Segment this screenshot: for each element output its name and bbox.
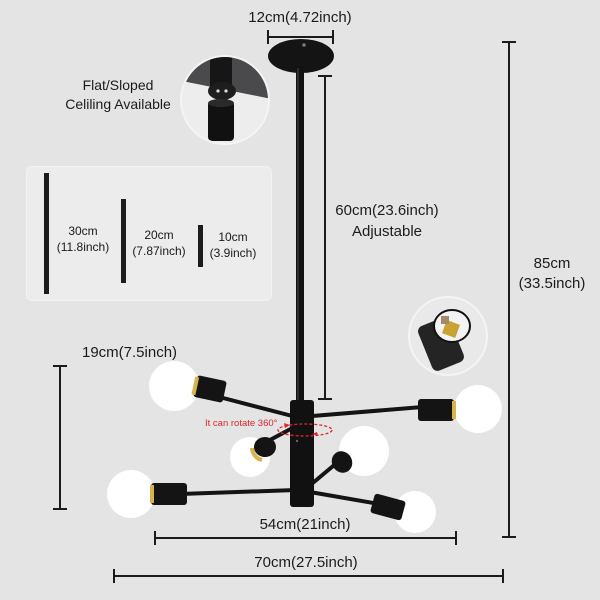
body-height-label: 19cm(7.5inch) bbox=[82, 344, 178, 361]
bulb bbox=[454, 385, 502, 433]
socket bbox=[418, 399, 454, 421]
total-height-inch: (33.5inch) bbox=[518, 275, 586, 292]
rod-20cm-icon bbox=[121, 199, 126, 283]
downrod-options-panel: 30cm (11.8inch) 20cm (7.87inch) 10cm (3.… bbox=[26, 166, 272, 301]
canopy-width-dimension bbox=[267, 30, 334, 44]
rotation-arrow-icon bbox=[277, 423, 333, 437]
total-height-cm: 85cm bbox=[533, 255, 571, 272]
ceiling-inset-line2: Celiling Available bbox=[65, 96, 171, 112]
socket bbox=[254, 437, 276, 457]
canopy-width-label: 12cm(4.72inch) bbox=[248, 9, 352, 26]
rod-10cm-inch: (3.9inch) bbox=[209, 246, 257, 260]
socket bbox=[370, 493, 406, 521]
rod-30cm-icon bbox=[44, 173, 49, 294]
body-height-dimension bbox=[53, 365, 67, 510]
ceiling-inset-line1: Flat/Sloped bbox=[82, 77, 154, 93]
socket-closeup-icon bbox=[418, 309, 471, 371]
bulb bbox=[149, 361, 199, 411]
rod-20cm-cm: 20cm bbox=[144, 228, 174, 242]
socket-closeup-inset bbox=[408, 296, 488, 376]
total-height-dimension bbox=[502, 41, 516, 538]
rod-10cm-icon bbox=[198, 225, 203, 267]
socket bbox=[151, 483, 187, 505]
rod-20cm-inch: (7.87inch) bbox=[132, 244, 186, 258]
downrod-adjustable-note: Adjustable bbox=[351, 223, 423, 240]
swivel-joint-icon bbox=[182, 57, 268, 141]
fixture-hub bbox=[290, 400, 314, 507]
rod-30cm-cm: 30cm bbox=[68, 224, 98, 238]
outer-width-label: 70cm(27.5inch) bbox=[254, 554, 358, 571]
rod-10cm-cm: 10cm bbox=[218, 230, 248, 244]
ceiling-mount-inset bbox=[180, 55, 270, 145]
downrod-length-dimension bbox=[318, 75, 332, 400]
outer-width-dimension bbox=[113, 569, 504, 583]
inner-width-dimension bbox=[154, 531, 457, 545]
inner-width-label: 54cm(21inch) bbox=[259, 516, 351, 533]
ceiling-canopy bbox=[268, 39, 334, 73]
rod-30cm-inch: (11.8inch) bbox=[56, 240, 110, 254]
downrod bbox=[296, 66, 304, 406]
socket bbox=[193, 375, 227, 403]
bulb bbox=[107, 470, 155, 518]
downrod-length-label: 60cm(23.6inch) bbox=[335, 202, 439, 219]
socket bbox=[331, 451, 353, 473]
rotation-note: It can rotate 360° bbox=[205, 418, 278, 429]
